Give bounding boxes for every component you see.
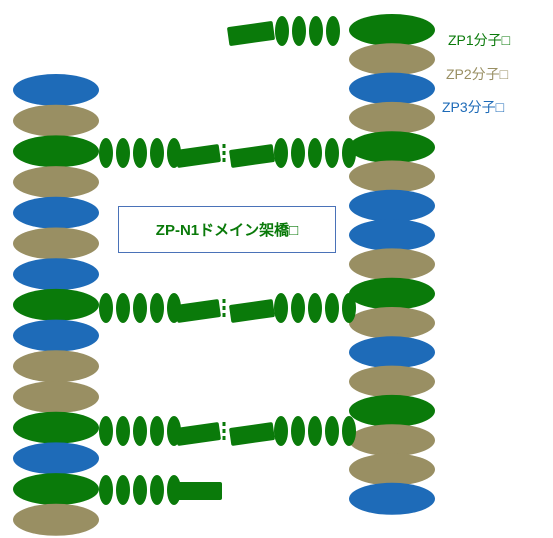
left-zp-n1-segment [175, 422, 221, 446]
right-zp-n1-segment [229, 299, 275, 323]
top-free-zp-n1-segment [227, 21, 275, 46]
right-zp1-bead [342, 416, 356, 446]
right-filament-zp1-molecule [349, 394, 435, 427]
bridge-label: ZP-N1ドメイン架橋□ [155, 222, 299, 239]
left-filament-zp2-molecule [13, 227, 99, 260]
legend-zp2: ZP2分子□ [446, 66, 509, 82]
right-zp1-bead [291, 138, 305, 168]
top-free-zp1-bead [292, 16, 306, 46]
legend-zp3: ZP3分子□ [442, 99, 505, 115]
right-zp1-bead [308, 138, 322, 168]
right-zp1-bead [308, 293, 322, 323]
left-zp-n1-segment [175, 144, 221, 168]
right-filament-zp1-molecule [349, 277, 435, 310]
left-filament-zp2-molecule [13, 381, 99, 413]
left-filament-zp3-molecule [13, 196, 99, 229]
bottom-free-zp-n1-segment [176, 482, 222, 500]
right-zp1-bead [274, 416, 288, 446]
right-filament-zp1-molecule [349, 131, 435, 164]
left-filament-zp2-molecule [13, 503, 99, 536]
left-zp1-bead [150, 293, 164, 323]
right-zp1-bead [291, 293, 305, 323]
left-zp1-bead [133, 138, 147, 168]
left-zp1-bead [150, 138, 164, 168]
left-zp1-bead [99, 293, 113, 323]
left-filament-zp3-molecule [13, 442, 99, 475]
left-zp1-bead [150, 416, 164, 446]
right-filament-zp2-molecule [349, 160, 435, 193]
right-filament-zp2-molecule [349, 365, 435, 398]
left-zp1-bead [116, 416, 130, 446]
right-filament-zp3-molecule [349, 72, 435, 105]
legend-zp1: ZP1分子□ [448, 32, 511, 48]
right-filament-zp2-molecule [349, 101, 435, 134]
right-zp1-bead [325, 416, 339, 446]
right-zp1-bead [342, 138, 356, 168]
right-zp1-bead [274, 293, 288, 323]
right-zp1-bead [325, 138, 339, 168]
left-filament-zp3-molecule [13, 258, 99, 291]
left-zp1-bead [116, 138, 130, 168]
left-filament-zp1-molecule [13, 135, 99, 168]
right-filament-zp2-molecule [349, 43, 435, 76]
right-zp1-bead [308, 416, 322, 446]
right-zp1-bead [325, 293, 339, 323]
right-zp-n1-segment [229, 144, 275, 168]
left-filament-zp1-molecule [13, 411, 99, 444]
right-filament-zp1-molecule [349, 14, 435, 46]
left-zp1-bead [133, 293, 147, 323]
left-filament-zp1-molecule [13, 473, 99, 506]
right-filament-zp2-molecule [349, 307, 435, 339]
right-zp1-bead [342, 293, 356, 323]
right-filament-zp3-molecule [349, 482, 435, 515]
bottom-free-zp1-bead [150, 475, 164, 505]
top-free-zp1-bead [275, 16, 289, 46]
right-filament-zp2-molecule [349, 453, 435, 486]
right-filament-zp3-molecule [349, 336, 435, 369]
right-zp1-bead [291, 416, 305, 446]
right-filament-zp2-molecule [349, 424, 435, 457]
bridge-label-box: ZP-N1ドメイン架橋□ [118, 206, 336, 253]
bottom-free-zp1-bead [133, 475, 147, 505]
left-zp1-bead [133, 416, 147, 446]
right-filament-zp3-molecule [349, 219, 435, 252]
left-zp1-bead [116, 293, 130, 323]
right-zp-n1-segment [229, 422, 275, 446]
right-filament-zp3-molecule [349, 189, 435, 222]
left-filament-zp2-molecule [13, 166, 99, 199]
bottom-free-zp1-bead [116, 475, 130, 505]
left-filament-zp1-molecule [13, 288, 99, 321]
right-zp1-bead [274, 138, 288, 168]
top-free-zp1-bead [326, 16, 340, 46]
left-filament-zp3-molecule [13, 319, 99, 352]
top-free-zp1-bead [309, 16, 323, 46]
left-filament-zp2-molecule [13, 350, 99, 383]
left-filament-zp3-molecule [13, 74, 99, 106]
bottom-free-zp1-bead [99, 475, 113, 505]
left-filament-zp2-molecule [13, 104, 99, 137]
left-zp-n1-segment [175, 299, 221, 323]
left-zp1-bead [99, 138, 113, 168]
right-filament-zp2-molecule [349, 248, 435, 281]
left-zp1-bead [99, 416, 113, 446]
